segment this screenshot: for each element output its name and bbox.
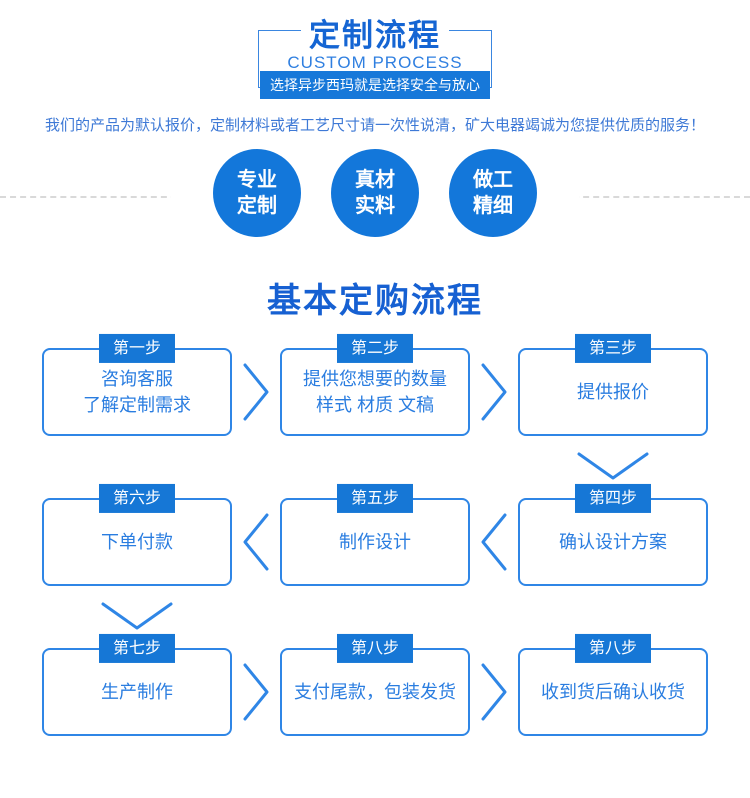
feature-line: 定制 bbox=[237, 195, 277, 217]
feature-circles: 专业 定制 真材 实料 做工 精细 bbox=[171, 149, 579, 237]
step-box-5: 第五步 制作设计 bbox=[280, 483, 470, 586]
header-tagline-badge: 选择异步西玛就是选择安全与放心 bbox=[260, 71, 490, 99]
step-text: 制作设计 bbox=[339, 531, 411, 552]
feature-strip: 专业 定制 真材 实料 做工 精细 bbox=[0, 149, 750, 243]
step-box-1: 第一步 咨询客服 了解定制需求 bbox=[42, 333, 232, 436]
step-text: 提供您想要的数量 bbox=[303, 368, 447, 389]
chevron-right-icon bbox=[243, 363, 269, 421]
step-box-4: 第四步 确认设计方案 bbox=[518, 483, 708, 586]
step-badge: 第五步 bbox=[336, 483, 414, 514]
step-box-9: 第八步 收到货后确认收货 bbox=[518, 633, 708, 736]
step-badge: 第六步 bbox=[98, 483, 176, 514]
custom-process-header: 定制流程 CUSTOM PROCESS 选择异步西玛就是选择安全与放心 bbox=[258, 10, 492, 99]
step-badge: 第一步 bbox=[98, 333, 176, 364]
feature-line: 精细 bbox=[473, 195, 513, 217]
step-badge: 第二步 bbox=[336, 333, 414, 364]
step-badge: 第四步 bbox=[574, 483, 652, 514]
header-subtitle: CUSTOM PROCESS bbox=[287, 53, 463, 72]
step-box-3: 第三步 提供报价 bbox=[518, 333, 708, 436]
chevron-down-icon bbox=[101, 602, 173, 630]
feature-line: 实料 bbox=[355, 195, 395, 217]
flow-chart: 第一步 咨询客服 了解定制需求 第二步 提供您想要的数量 样式 材质 文稿 第三… bbox=[0, 322, 750, 436]
feature-badge-workmanship: 做工 精细 bbox=[449, 149, 537, 237]
step-badge: 第八步 bbox=[574, 633, 652, 664]
step-text: 支付尾款，包装发货 bbox=[294, 681, 456, 702]
step-text: 咨询客服 bbox=[101, 368, 173, 389]
step-box-2: 第二步 提供您想要的数量 样式 材质 文稿 bbox=[280, 333, 470, 436]
step-box-6: 第六步 下单付款 bbox=[42, 483, 232, 586]
flow-connector-down-left bbox=[0, 586, 750, 648]
step-text: 提供报价 bbox=[577, 381, 649, 402]
step-badge: 第八步 bbox=[336, 633, 414, 664]
step-text: 样式 材质 文稿 bbox=[315, 395, 434, 415]
step-box-7: 第七步 生产制作 bbox=[42, 633, 232, 736]
flow-chart-row3: 第七步 生产制作 第八步 支付尾款，包装发货 第八步 收到货后确认收货 bbox=[0, 633, 750, 736]
step-text: 了解定制需求 bbox=[83, 395, 191, 415]
feature-line: 做工 bbox=[473, 169, 513, 191]
flow-connector-down-right bbox=[0, 436, 750, 498]
step-text: 下单付款 bbox=[101, 531, 173, 552]
feature-line: 专业 bbox=[237, 169, 277, 191]
header-title: 定制流程 bbox=[301, 10, 449, 55]
section-title: 基本定购流程 bbox=[267, 282, 483, 320]
step-badge: 第三步 bbox=[574, 333, 652, 364]
step-text: 生产制作 bbox=[101, 681, 173, 702]
chevron-left-icon bbox=[481, 513, 507, 571]
step-badge: 第七步 bbox=[98, 633, 176, 664]
feature-badge-material: 真材 实料 bbox=[331, 149, 419, 237]
flow-chart-row2: 第六步 下单付款 第五步 制作设计 第四步 确认设计方案 bbox=[0, 483, 750, 586]
chevron-right-icon bbox=[481, 363, 507, 421]
step-text: 确认设计方案 bbox=[559, 531, 667, 552]
feature-line: 真材 bbox=[355, 169, 395, 191]
flow-row-1: 第一步 咨询客服 了解定制需求 第二步 提供您想要的数量 样式 材质 文稿 第三… bbox=[42, 333, 708, 436]
flow-row-2: 第六步 下单付款 第五步 制作设计 第四步 确认设计方案 bbox=[42, 483, 708, 586]
chevron-down-icon bbox=[577, 452, 649, 480]
chevron-left-icon bbox=[243, 513, 269, 571]
chevron-right-icon bbox=[243, 663, 269, 721]
step-box-8: 第八步 支付尾款，包装发货 bbox=[280, 633, 470, 736]
step-text: 收到货后确认收货 bbox=[541, 681, 685, 702]
notice-text: 我们的产品为默认报价，定制材料或者工艺尺寸请一次性说清，矿大电器竭诚为您提供优质… bbox=[44, 117, 705, 134]
chevron-right-icon bbox=[481, 663, 507, 721]
feature-badge-custom: 专业 定制 bbox=[213, 149, 301, 237]
flow-row-3: 第七步 生产制作 第八步 支付尾款，包装发货 第八步 收到货后确认收货 bbox=[42, 633, 708, 736]
